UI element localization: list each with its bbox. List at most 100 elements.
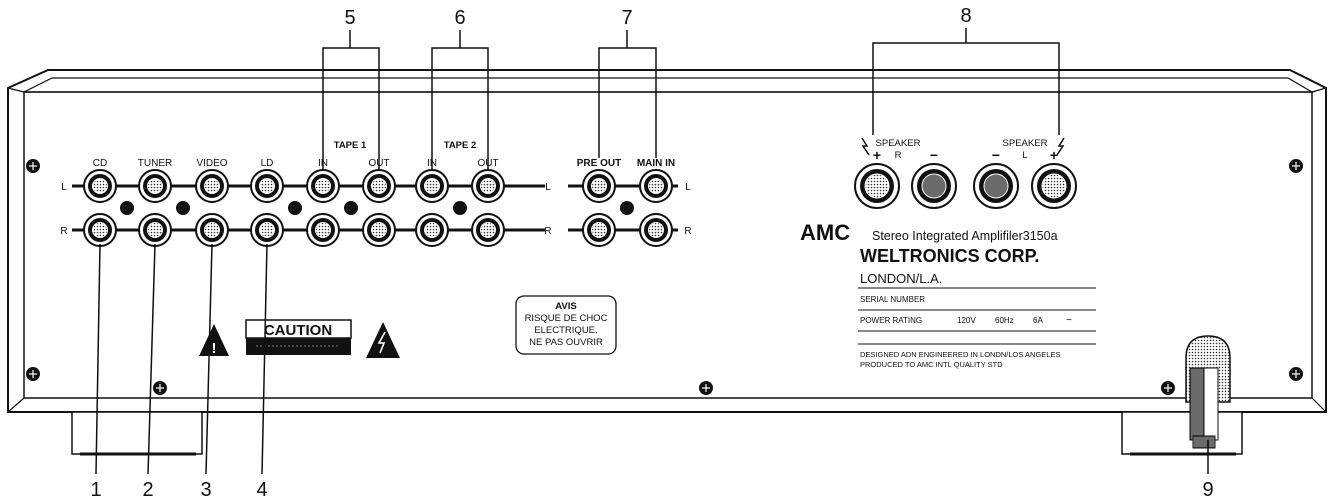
label-left-b: L: [545, 182, 551, 193]
electric-hazard-icon: [366, 322, 400, 358]
voltage: 120V: [957, 316, 976, 325]
callout-5: 5: [344, 7, 355, 29]
rca-jack-ld-right[interactable]: [250, 213, 284, 247]
ac-symbol: ~: [1066, 315, 1072, 326]
label-right-a: R: [60, 226, 67, 237]
label-plus-r: +: [873, 147, 881, 163]
rca-jack-tape2-out-left[interactable]: [471, 169, 505, 203]
callout-1: 1: [90, 479, 101, 501]
rca-jack-cd-right[interactable]: [83, 213, 117, 247]
company-city: LONDON/L.A.: [860, 271, 942, 286]
label-ld: LD: [261, 158, 274, 169]
avis-line-4: NE PAS OUVRIR: [529, 337, 603, 348]
label-tape2: TAPE 2: [444, 140, 477, 151]
rca-jack-tape1-in-left[interactable]: [306, 169, 340, 203]
screw-icon: [1289, 159, 1303, 173]
label-left-a: L: [61, 182, 67, 193]
screws: [26, 159, 1303, 395]
label-tape1: TAPE 1: [334, 140, 367, 151]
power-rating-label: POWER RATING: [860, 316, 922, 325]
avis-line-2: RISQUE DE CHOC: [525, 313, 608, 324]
shock-icon: [1056, 137, 1065, 156]
callout-3: 3: [200, 479, 211, 501]
serial-number-label: SERIAL NUMBER: [860, 295, 925, 304]
screw-icon: [1161, 381, 1175, 395]
rca-jack-pre-out-right[interactable]: [582, 213, 616, 247]
label-pre-out: PRE OUT: [577, 158, 621, 169]
label-speaker-r-ch: R: [895, 150, 902, 161]
label-video: VIDEO: [196, 158, 227, 169]
caution-area: ! CAUTION AVIS RISQUE DE CHOC ELECTRIQUE…: [199, 295, 617, 358]
callout-8: 8: [960, 5, 971, 27]
rca-jack-main-in-left[interactable]: [639, 169, 673, 203]
speaker-terminal-r-plus[interactable]: [854, 163, 900, 209]
label-tuner: TUNER: [138, 158, 172, 169]
rca-jack-panel: [72, 169, 678, 247]
callout-2: 2: [142, 479, 153, 501]
callouts: [95, 28, 1209, 475]
label-left-c: L: [685, 182, 691, 193]
screw-icon: [699, 381, 713, 395]
rca-jack-tape1-out-left[interactable]: [362, 169, 396, 203]
ground-screw: [176, 201, 190, 215]
rca-jack-tape2-in-right[interactable]: [415, 213, 449, 247]
ground-screw: [288, 201, 302, 215]
rca-jack-tuner-left[interactable]: [138, 169, 172, 203]
feet: [71, 411, 1243, 456]
callout-6: 6: [454, 7, 465, 29]
ground-screw: [344, 201, 358, 215]
svg-text:!: !: [212, 340, 217, 357]
avis-line-1: AVIS: [555, 301, 576, 312]
screw-icon: [1289, 367, 1303, 381]
rca-jack-tape2-out-right[interactable]: [471, 213, 505, 247]
model-name: Stereo Integrated Amplifiler3150a: [872, 229, 1058, 243]
screw-icon: [26, 159, 40, 173]
label-plus-l: +: [1050, 147, 1058, 163]
label-speaker-r: SPEAKER: [876, 138, 921, 149]
label-right-c: R: [684, 226, 691, 237]
warning-triangle-icon: [199, 324, 229, 356]
ground-screw: [453, 201, 467, 215]
label-speaker-l: SPEAKER: [1003, 138, 1048, 149]
caution-title: CAUTION: [264, 322, 332, 339]
rca-jack-video-right[interactable]: [195, 213, 229, 247]
design-line-2: PRODUCED TO AMC INTL QUALITY STD: [860, 360, 1003, 369]
frequency: 60Hz: [995, 316, 1014, 325]
rca-jack-video-left[interactable]: [195, 169, 229, 203]
rca-jack-tuner-right[interactable]: [138, 213, 172, 247]
rca-jack-ld-left[interactable]: [250, 169, 284, 203]
callout-7: 7: [621, 7, 632, 29]
label-main-in: MAIN IN: [637, 158, 675, 169]
speaker-terminal-r-minus[interactable]: [911, 163, 957, 209]
callout-numbers: 1 2 3 4 5 6 7 8 9: [90, 5, 1213, 501]
avis-line-3: ELECTRIQUE.: [534, 325, 597, 336]
label-minus-l: −: [992, 147, 1000, 163]
rca-jack-tape1-in-right[interactable]: [306, 213, 340, 247]
ground-screw: [620, 201, 634, 215]
speaker-terminal-l-minus[interactable]: [973, 163, 1019, 209]
rca-jack-tape2-in-left[interactable]: [415, 169, 449, 203]
screw-icon: [153, 381, 167, 395]
label-minus-r: −: [930, 147, 938, 163]
callout-4: 4: [256, 479, 267, 501]
speaker-terminals: SPEAKER R SPEAKER L + − − +: [854, 137, 1077, 209]
label-speaker-l-ch: L: [1022, 150, 1027, 161]
company-name: WELTRONICS CORP.: [860, 246, 1039, 266]
power-cord: [1185, 335, 1231, 449]
rca-jack-tape1-out-right[interactable]: [362, 213, 396, 247]
screw-icon: [26, 367, 40, 381]
rating-block: AMC Stereo Integrated Amplifiler3150a WE…: [800, 220, 1096, 369]
label-cd: CD: [93, 158, 107, 169]
design-line-1: DESIGNED ADN ENGINEERED IN LONDN/LOS ANG…: [860, 350, 1060, 359]
rca-jack-cd-left[interactable]: [83, 169, 117, 203]
rca-jack-pre-out-left[interactable]: [582, 169, 616, 203]
ground-screw: [120, 201, 134, 215]
speaker-terminal-l-plus[interactable]: [1031, 163, 1077, 209]
rca-jack-main-in-right[interactable]: [639, 213, 673, 247]
avis-label-box: [515, 295, 617, 355]
shock-icon: [861, 137, 870, 156]
current: 6A: [1033, 316, 1043, 325]
callout-9: 9: [1202, 479, 1213, 501]
label-right-b: R: [544, 226, 551, 237]
